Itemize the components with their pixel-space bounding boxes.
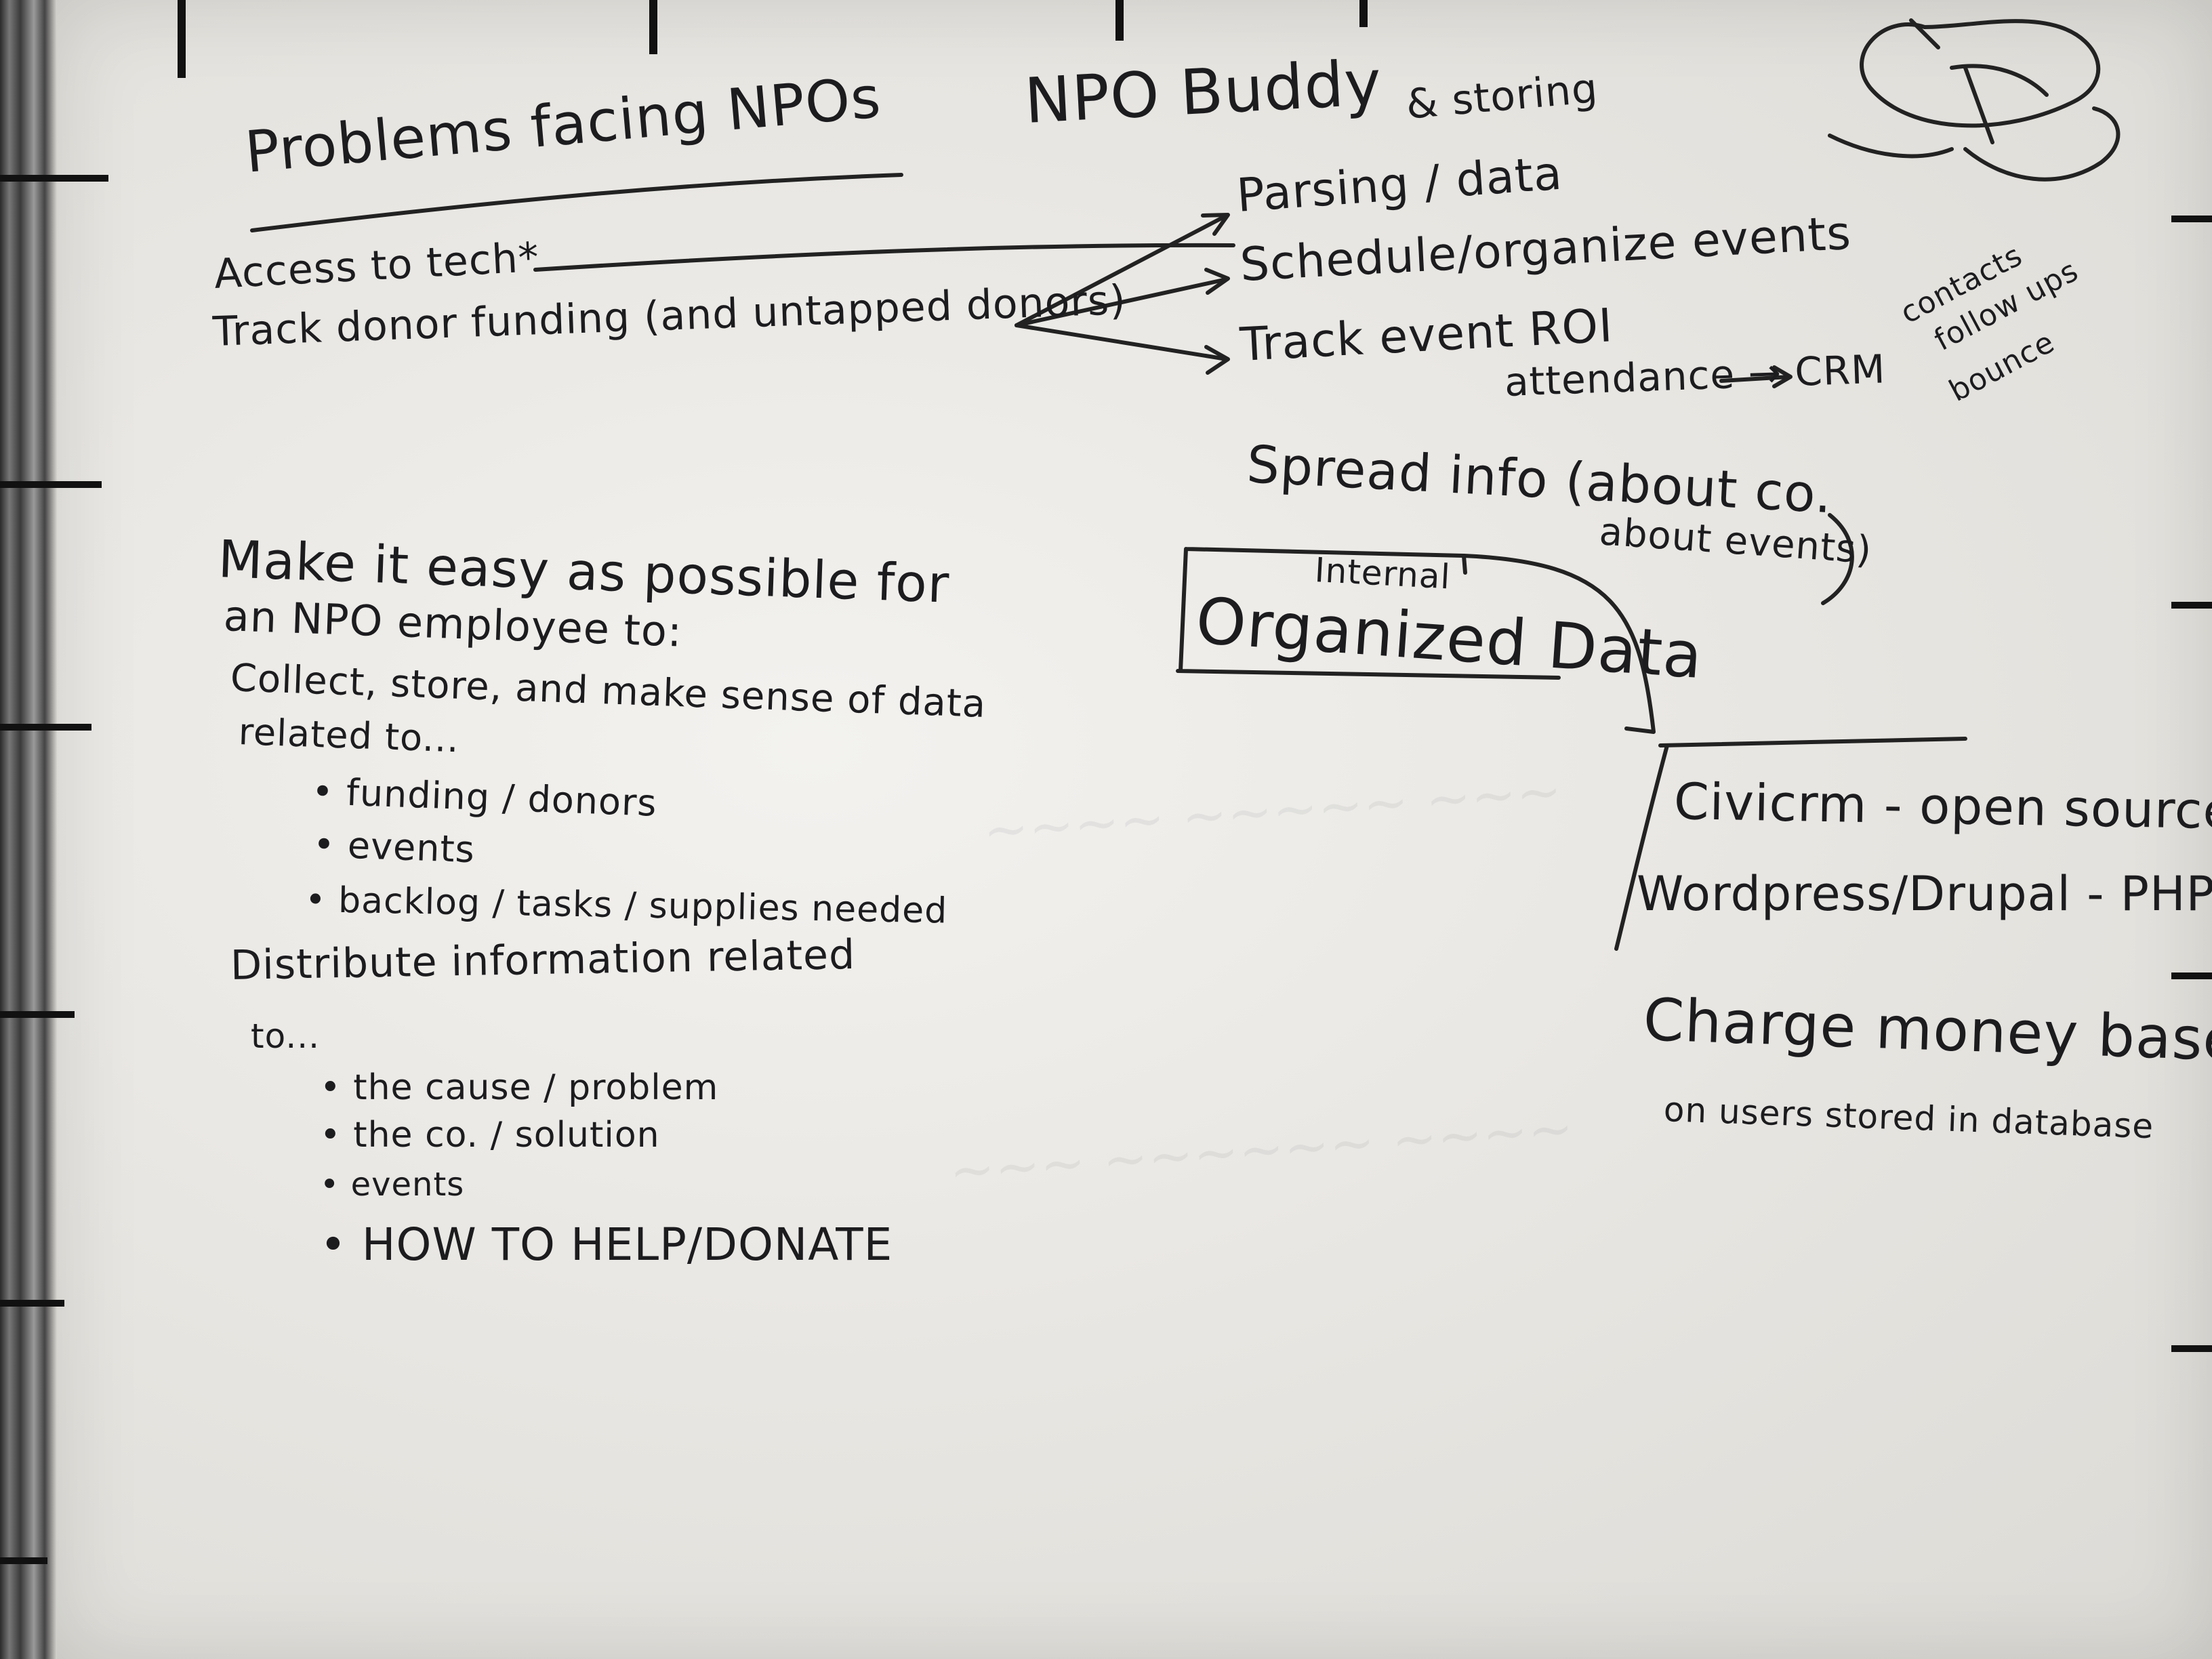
attendance-arrow <box>1719 375 1791 383</box>
arrow-to-roi <box>1015 323 1229 361</box>
frame-tick <box>0 724 91 731</box>
frame-tick <box>0 175 108 182</box>
frame-tick <box>1115 0 1124 41</box>
goal-line6: to... <box>251 1017 320 1056</box>
distribute-item: • HOW TO HELP/DONATE <box>320 1218 893 1271</box>
distribute-item: • the cause / problem <box>320 1067 719 1108</box>
frame-tick <box>0 481 102 488</box>
whiteboard <box>57 0 2212 1659</box>
frame-tick <box>649 0 657 54</box>
connector-line <box>533 243 1235 272</box>
distribute-item-label: the co. / solution <box>353 1115 660 1155</box>
distribute-item-label: the cause / problem <box>353 1067 719 1108</box>
distribute-item-label: HOW TO HELP/DONATE <box>361 1218 893 1271</box>
internal-tail <box>1462 554 1467 575</box>
tech-wordpress: Wordpress/Drupal - PHP <box>1637 866 2212 922</box>
distribute-item: • events <box>320 1166 465 1204</box>
goal-line4: related to... <box>237 710 460 761</box>
frame-tick <box>2171 972 2212 979</box>
collect-item-label: events <box>346 823 476 872</box>
arrow-to-schedule <box>1015 277 1229 327</box>
arrow-head <box>1204 268 1230 295</box>
corner-sketch <box>1828 18 2121 182</box>
frame-tick <box>0 1300 64 1307</box>
frame-tick <box>2171 216 2212 222</box>
arrow-to-parsing <box>1015 213 1229 327</box>
info-paren-tail <box>1821 513 1854 605</box>
frame-tick <box>2171 602 2212 609</box>
distribute-item-label: events <box>350 1166 465 1204</box>
data-box-outline <box>1176 547 1656 734</box>
data-box-top: Internal <box>1313 550 1452 597</box>
frame-tick <box>2171 1345 2212 1352</box>
tech-civicrm: Civicrm - open source <box>1673 773 2212 841</box>
arrow-head <box>1772 365 1793 388</box>
arrow-head <box>1201 213 1230 236</box>
frame-tick <box>1359 0 1368 27</box>
distribute-item: • the co. / solution <box>320 1115 660 1155</box>
arrow-head <box>1204 345 1230 375</box>
collect-item: • events <box>312 823 476 872</box>
frame-tick <box>0 1011 75 1018</box>
frame-tick <box>0 1557 47 1564</box>
heading-underline <box>250 173 903 232</box>
frame-tick <box>178 0 186 78</box>
tech-bracket <box>1614 737 1967 951</box>
